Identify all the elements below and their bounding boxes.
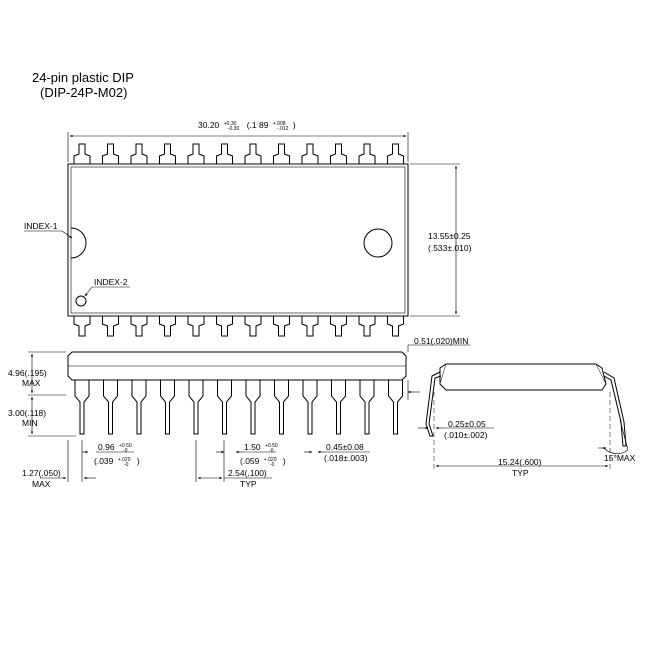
lead-top-upper [159, 143, 176, 164]
lead-top-upper [330, 143, 347, 164]
lead-front [359, 380, 375, 435]
lead-top-upper [130, 143, 148, 164]
lead-front [217, 380, 232, 435]
seated-height-value: 4.96(.195) [8, 368, 47, 378]
lead-front [160, 380, 175, 435]
lead-top-lower [73, 316, 91, 337]
top-view-body-inner [70, 166, 406, 314]
lead-front [388, 380, 403, 435]
lead-length-qualifier: MIN [22, 418, 38, 428]
side-left-lead [425, 371, 442, 437]
index2-mark-icon [75, 295, 87, 307]
lead-top-upper [273, 143, 290, 164]
end-lead-pitch-qualifier: MAX [32, 479, 51, 489]
shoulder-width-dimension: 0.96 +0.50 -0 [98, 434, 136, 454]
lead-top-upper [358, 143, 376, 164]
lead-top-lower [358, 316, 376, 337]
side-view-body [439, 363, 607, 391]
upper-lead-width-dimension: 1.50 +0.50 -0 [244, 434, 282, 454]
package-title: 24-pin plastic DIP (DIP-24P-M02) [32, 70, 134, 100]
lead-top-upper [187, 143, 205, 164]
body-length-dimension: 30.20 +0.30 -0.30 (.1 89 +.008 -.012 ) [198, 112, 296, 134]
lead-width-inch: (.018±.003) [324, 453, 368, 463]
pitch-qualifier: TYP [240, 479, 257, 489]
package-code: (DIP-24P-M02) [40, 85, 128, 100]
lead-front [331, 380, 346, 435]
lead-angle-value: 15°MAX [604, 453, 636, 463]
lead-top-upper [301, 143, 319, 164]
lead-front [274, 380, 289, 435]
end-lead-pitch-value: 1.27(.050) [22, 468, 61, 478]
top-leads-upper [73, 143, 404, 164]
lead-front [302, 380, 318, 435]
standoff-value: 0.51(.020)MIN [414, 336, 468, 346]
lead-top-lower [301, 316, 319, 337]
pitch-value: 2.54(.100) [228, 468, 267, 478]
lead-thickness-value: 0.25±0.05 [448, 419, 486, 429]
index1-label: INDEX-1 [24, 221, 58, 231]
index2-label: INDEX-2 [94, 277, 128, 287]
lead-front [188, 380, 204, 435]
lead-top-upper [244, 143, 262, 164]
lead-top-lower [330, 316, 347, 337]
lead-front [131, 380, 147, 435]
lead-top-upper [73, 143, 91, 164]
front-view [28, 344, 470, 482]
shoulder-width-inch: (.039 +.020 -0 ) [94, 448, 140, 470]
top-view-body [67, 163, 409, 317]
lead-top-lower [159, 316, 176, 337]
body-width-value: 13.55±0.25 [428, 231, 471, 241]
lead-top-lower [387, 316, 404, 337]
side-view [418, 363, 629, 470]
lead-thickness-inch: (.010±.002) [444, 430, 488, 440]
ejector-mark-icon [363, 228, 393, 258]
lead-length-value: 3.00(.118) [8, 408, 46, 418]
lead-top-upper [216, 143, 233, 164]
lead-width-value: 0.45±0.08 [326, 442, 364, 452]
lead-top-lower [244, 316, 262, 337]
seated-height-qualifier: MAX [22, 378, 41, 388]
lead-front [103, 380, 118, 435]
lead-top-lower [187, 316, 205, 337]
row-spacing-qualifier: TYP [512, 468, 529, 478]
front-leads [74, 380, 403, 435]
side-right-lead [603, 371, 627, 447]
top-view [24, 132, 460, 337]
top-leads-lower [73, 316, 404, 337]
body-width-inch: (.533±.010) [428, 243, 472, 253]
lead-top-lower [102, 316, 119, 337]
row-spacing-value: 15.24(.600) [498, 457, 542, 467]
lead-top-upper [102, 143, 119, 164]
lead-front [245, 380, 261, 435]
upper-lead-width-inch: (.059 +.020 -0 ) [240, 448, 286, 470]
lead-top-upper [387, 143, 404, 164]
lead-top-lower [130, 316, 148, 337]
lead-top-lower [273, 316, 290, 337]
package-name: 24-pin plastic DIP [32, 70, 134, 85]
lead-top-lower [216, 316, 233, 337]
lead-front [74, 380, 90, 435]
index1-notch-icon [70, 227, 87, 259]
